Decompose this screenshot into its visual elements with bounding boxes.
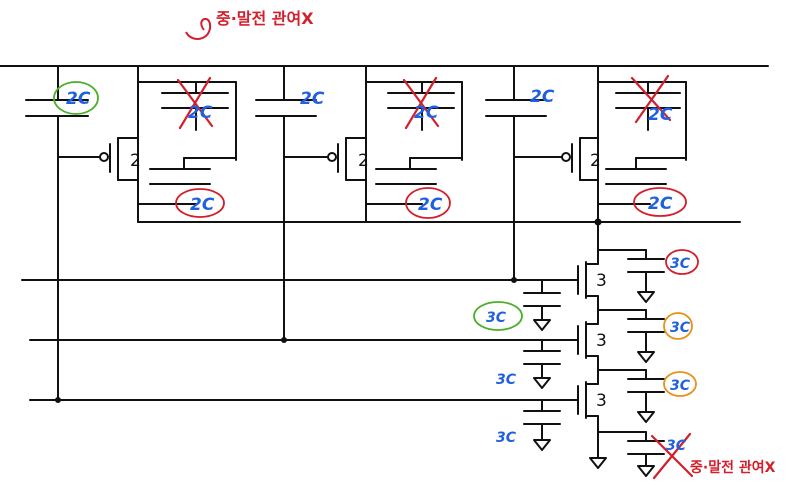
ground-symbol — [637, 411, 655, 423]
cap-label: 2C — [648, 194, 673, 214]
cap-label: 2C — [418, 195, 443, 215]
gate-bubble — [327, 152, 337, 162]
stage2-transistor-3 — [577, 381, 599, 419]
cap-label: 2C — [190, 195, 215, 215]
grounds — [533, 291, 655, 477]
labels: 중·말전 관여X 2C 2C 2C 2C 2C 2C 2C 2C 2C 2 2 … — [66, 9, 776, 476]
cap-label: 2C — [414, 103, 439, 123]
ground-symbol — [533, 377, 551, 389]
junction-dot — [281, 337, 287, 343]
orange-circle — [663, 371, 697, 397]
red-circle — [665, 249, 699, 275]
stage2-right-caps — [597, 249, 665, 467]
transistor-ratio: 3 — [596, 271, 607, 291]
transistor-ratio: 3 — [596, 391, 607, 411]
cap-label: 2C — [188, 103, 213, 123]
junction-dot — [55, 397, 61, 403]
section-2 — [255, 65, 463, 341]
stage2-transistor-2 — [577, 321, 599, 359]
transistor-ratio: 2 — [590, 151, 601, 171]
transistor-ratio: 2 — [130, 151, 141, 171]
ground-symbol — [637, 291, 655, 303]
cap-label: 3C — [666, 438, 687, 454]
ground-symbol — [637, 351, 655, 363]
red-circle — [405, 187, 451, 219]
red-circle — [633, 187, 687, 217]
ground-symbol — [533, 439, 551, 451]
transistor-ratio: 3 — [596, 331, 607, 351]
cap-label: 3C — [670, 320, 691, 336]
cross-mark — [630, 74, 672, 124]
gate-bubble — [99, 152, 109, 162]
cap-label: 2C — [530, 87, 555, 107]
junction-dot — [511, 277, 517, 283]
ground-symbol — [589, 457, 607, 469]
junction-dots — [55, 218, 602, 403]
cross-mark — [650, 432, 694, 480]
note-swirl — [185, 17, 212, 40]
red-circle — [175, 188, 225, 218]
bottom-note: 중·말전 관여X — [690, 459, 776, 476]
highlight-circles — [53, 81, 699, 397]
cap-label: 2C — [648, 105, 673, 125]
junction-dot — [594, 218, 602, 226]
ground-symbol — [637, 465, 655, 477]
cap-label: 3C — [496, 372, 517, 388]
orange-circle — [663, 312, 693, 340]
section-1 — [25, 65, 237, 401]
top-note: 중·말전 관여X — [216, 9, 314, 28]
green-circle — [473, 301, 523, 331]
gate-bubble — [561, 152, 571, 162]
cross-mark — [402, 76, 440, 130]
green-circle — [53, 81, 99, 115]
cross-mark — [176, 76, 214, 130]
cap-label: 2C — [300, 89, 325, 109]
section-3 — [485, 65, 687, 281]
cap-label: 3C — [496, 430, 517, 446]
transistor-ratio: 2 — [358, 151, 369, 171]
cap-label: 3C — [670, 378, 691, 394]
cap-label: 2C — [66, 89, 91, 109]
stage2-transistor-1 — [577, 261, 599, 299]
cap-label: 3C — [670, 256, 691, 272]
strike-marks — [176, 74, 694, 480]
cap-label: 3C — [486, 310, 507, 326]
stage2-left-caps — [523, 279, 561, 441]
ground-symbol — [533, 319, 551, 331]
